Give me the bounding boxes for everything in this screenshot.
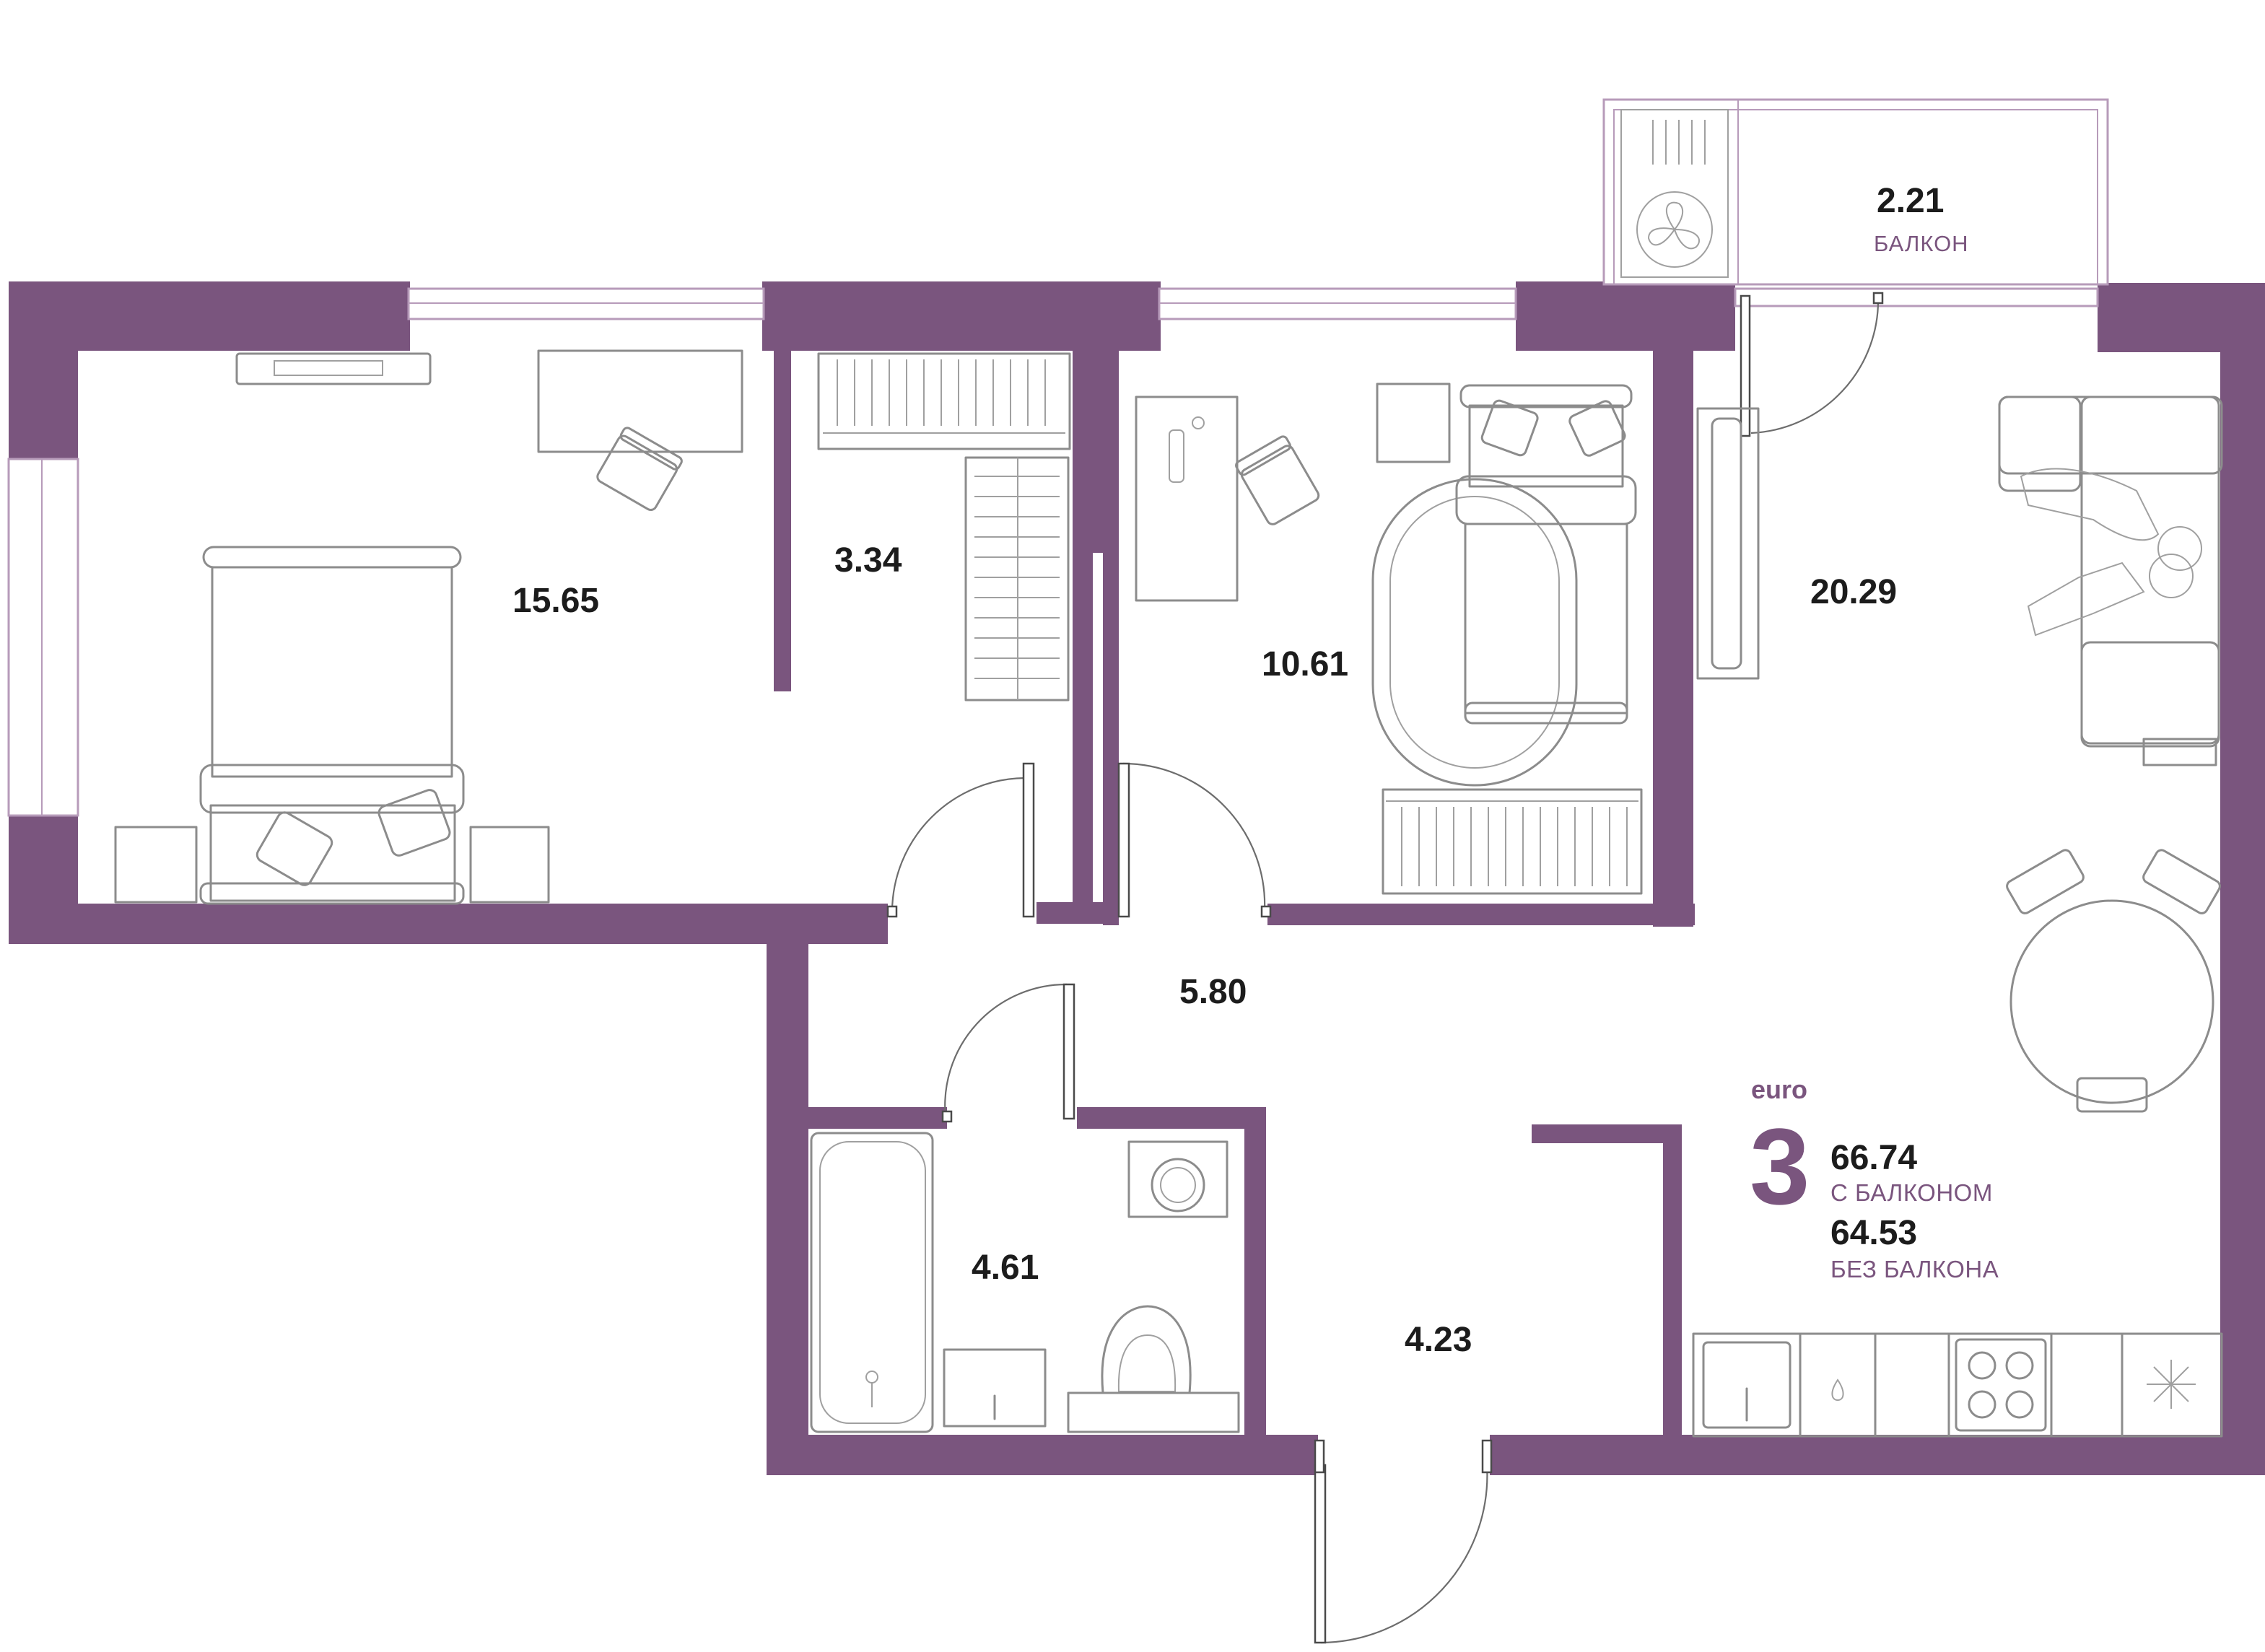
window-living [1734,287,2099,307]
apartment-class: euro [1751,1075,1807,1104]
door-bedroom1[interactable] [1022,762,1035,918]
wall-bottom-left [767,1435,1318,1475]
hangers-side [974,476,1060,679]
bathroom-furniture [810,1132,1240,1433]
wall-living-left [1653,339,1693,927]
hangers-top [837,359,1046,426]
door-bedroom2[interactable] [1117,762,1130,918]
wall-left-upper [9,281,78,459]
doors [886,292,1884,1644]
bedroom2-furniture [1135,383,1643,895]
wall-bath-right [1244,1107,1266,1439]
wall-hall-left [767,927,808,1475]
wardrobe-furniture [817,352,1071,702]
label-with-balcony: С БАЛКОНОМ [1830,1179,1993,1206]
wall-wardrobe-right [1073,339,1093,915]
area-labels: 15.65 3.34 10.61 20.29 5.80 4.61 4.23 2.… [512,182,1969,1359]
window-bedroom1-side [7,458,79,817]
snowflake-icon [2147,1360,2196,1409]
stove-icon [1955,1338,2047,1432]
door-bathroom[interactable] [1062,983,1075,1120]
windows [7,287,2099,817]
door-balcony[interactable] [1740,294,1751,437]
wall-right [2220,283,2265,1475]
area-bedroom-1: 15.65 [512,582,599,620]
wall-bottom-right [1490,1435,2265,1475]
area-bedroom-2: 10.61 [1262,645,1348,683]
fan-icon [1636,191,1713,268]
wall-kitchen-partition-v [1663,1124,1682,1439]
toilet-icon [1067,1305,1240,1433]
wall-bath-top-right [1077,1107,1266,1129]
area-hall: 5.80 [1179,973,1247,1011]
area-living-kitchen: 20.29 [1810,573,1897,611]
bedroom1-furniture [114,349,743,905]
wall-bath-top-left [767,1107,947,1129]
rooms-count: 3 [1750,1106,1810,1227]
wall-bedroom2-left [1103,553,1119,925]
walls [9,281,2265,1475]
area-wardrobe: 3.34 [834,541,902,580]
wall-bedroom1-bottom [9,904,888,944]
wall-wardrobe-left [774,339,791,691]
wall-bedroom2-bottom [1267,904,1695,925]
area-with-balcony: 66.74 [1830,1139,1917,1177]
wall-top-pier [1516,281,1735,351]
label-without-balcony: БЕЗ БАЛКОНА [1830,1256,1999,1282]
area-balcony: 2.21 [1877,182,1944,220]
balcony-ac-unit [1620,109,1729,278]
wall-bedroom2-left-stub [1093,339,1119,553]
summary-block: euro 3 66.74 С БАЛКОНОМ 64.53 БЕЗ БАЛКОН… [1750,1075,1999,1282]
area-bathroom: 4.61 [972,1249,1039,1287]
balcony [1602,98,2109,286]
door-entrance[interactable] [1314,1464,1327,1644]
wall-kitchen-partition-h [1532,1124,1682,1143]
washing-machine-icon [1127,1140,1228,1218]
living-furniture [1692,395,2223,1438]
area-without-balcony: 64.53 [1830,1214,1917,1252]
label-balcony: БАЛКОН [1874,231,1969,256]
area-entrance: 4.23 [1405,1321,1472,1359]
